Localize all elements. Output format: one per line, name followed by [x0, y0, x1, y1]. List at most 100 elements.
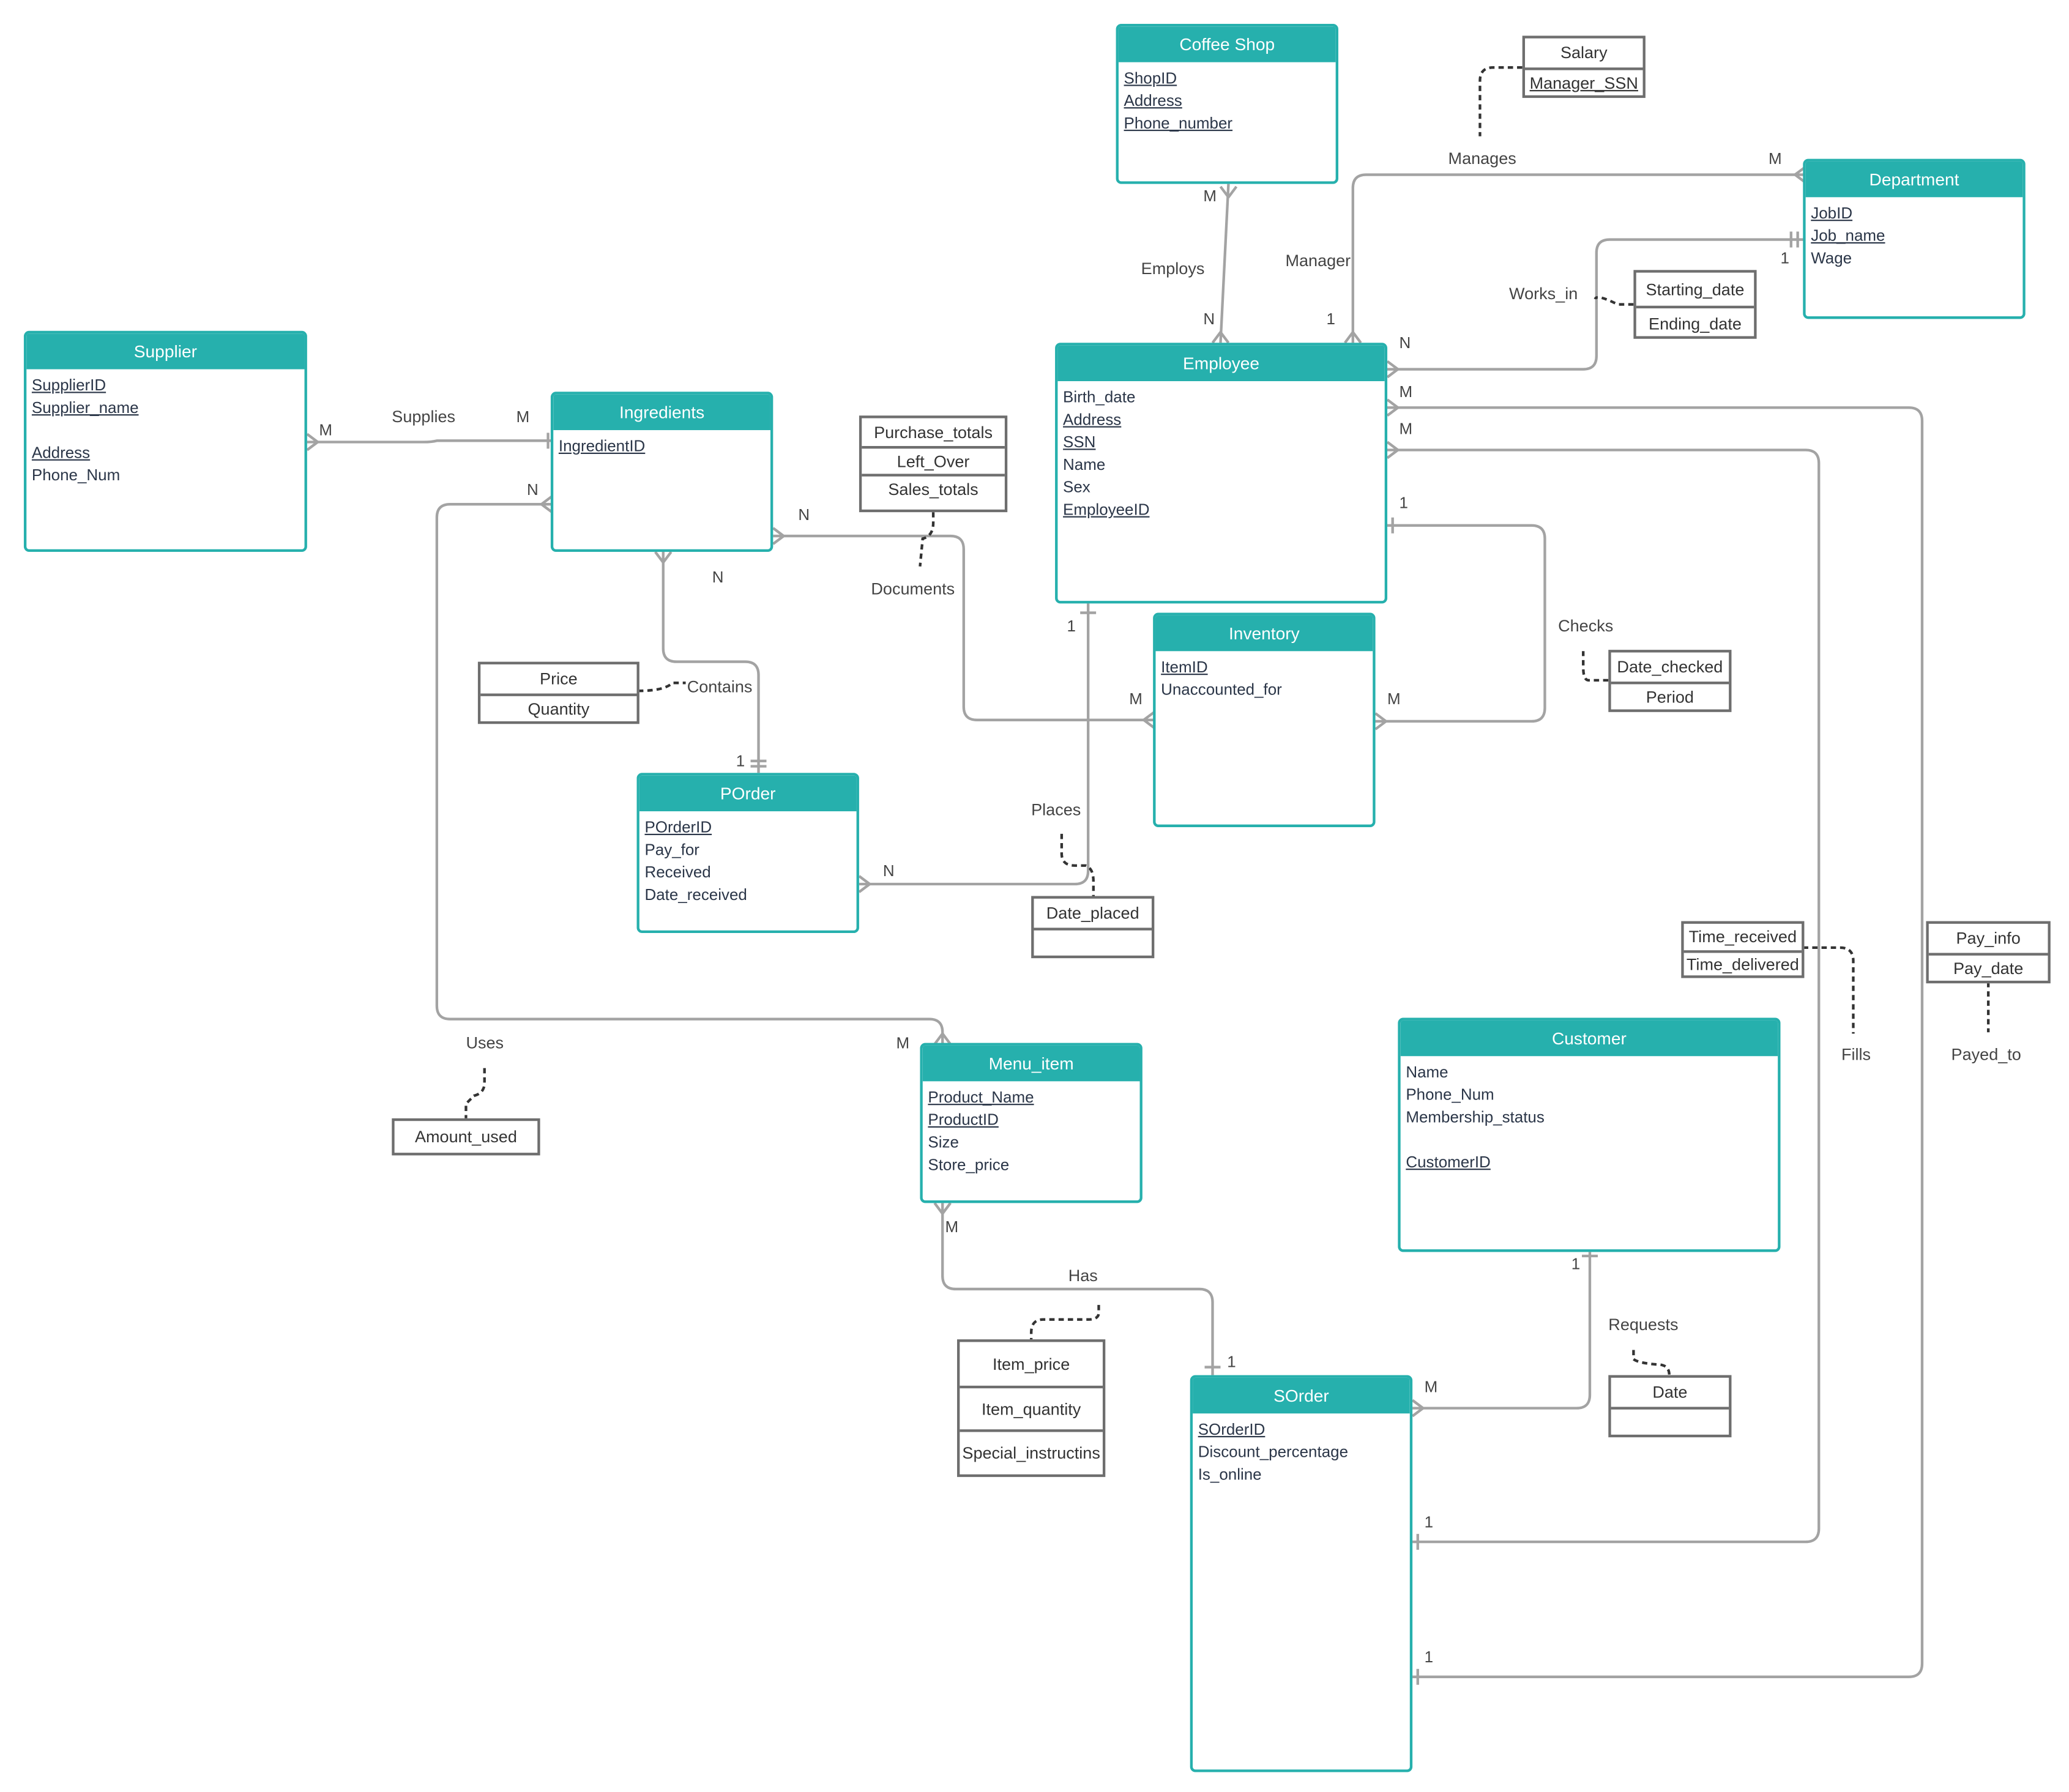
attr-box-requests[interactable]: Date	[1608, 1375, 1732, 1438]
attribute: Unaccounted_for	[1161, 680, 1282, 699]
key-attribute: Job_name	[1811, 226, 1885, 245]
employs-line	[1219, 184, 1230, 343]
key-attribute: SOrderID	[1198, 1420, 1266, 1439]
places-line	[859, 603, 1090, 886]
attribute: Store_price	[928, 1155, 1010, 1174]
attribute: Date_received	[644, 885, 747, 904]
rel-label-checks: Checks	[1558, 617, 1614, 636]
rel-label-works-in: Works_in	[1509, 284, 1578, 303]
entity-title: Department	[1805, 161, 2023, 198]
attribute-cell: Date_checked	[1617, 658, 1723, 677]
attribute-cell	[1611, 1407, 1729, 1436]
card-supplies-ing: M	[516, 407, 530, 426]
attribute-cell: Item_price	[992, 1355, 1070, 1374]
card-payed-emp: M	[1399, 382, 1413, 401]
attribute-cell: Time_received	[1688, 928, 1797, 946]
key-attribute: Phone_number	[1124, 114, 1233, 133]
contains-line	[662, 552, 760, 773]
attribute-cell: Period	[1611, 682, 1729, 711]
attribute-cell: Purchase_totals	[874, 423, 993, 442]
key-attribute: JobID	[1811, 204, 1853, 223]
rel-label-requests: Requests	[1608, 1315, 1679, 1334]
supplies-line	[307, 439, 553, 444]
key-attribute: Address	[1063, 410, 1122, 429]
manages-line	[1351, 173, 1806, 343]
card-fills-emp: M	[1399, 419, 1413, 439]
rel-label-has: Has	[1068, 1266, 1098, 1285]
attribute-cell: Item_quantity	[960, 1385, 1103, 1429]
attribute	[32, 420, 299, 442]
attribute-cell: Pay_info	[1956, 929, 2021, 948]
key-attribute: CustomerID	[1406, 1153, 1491, 1172]
rel-label-documents: Documents	[871, 579, 955, 598]
rel-label-fills: Fills	[1841, 1045, 1871, 1065]
key-attribute: Product_Name	[928, 1088, 1034, 1107]
attr-box-places[interactable]: Date_placed	[1031, 896, 1155, 959]
attribute-cell: Amount_used	[414, 1128, 517, 1147]
card-has-so: 1	[1227, 1352, 1236, 1372]
entity-title: Ingredients	[553, 394, 770, 431]
entity-title: Inventory	[1155, 615, 1373, 652]
uses-line	[435, 503, 944, 1044]
card-employs-shop: M	[1203, 187, 1217, 206]
rel-label-uses: Uses	[466, 1033, 504, 1052]
attribute-cell: Manager_SSN	[1525, 67, 1643, 97]
rel-label-manages: Manages	[1448, 149, 1516, 168]
key-attribute: Address	[1124, 91, 1182, 110]
attribute-cell: Ending_date	[1636, 305, 1754, 339]
card-places-po: N	[882, 861, 895, 880]
attribute-cell: Left_Over	[862, 445, 1005, 474]
checks-line	[1375, 524, 1546, 723]
attribute: Discount_percentage	[1198, 1442, 1349, 1462]
attr-box-uses[interactable]: Amount_used	[392, 1118, 540, 1156]
card-req-cust: 1	[1571, 1254, 1581, 1273]
card-checks-inv: M	[1387, 690, 1401, 708]
key-attribute: SupplierID	[31, 376, 106, 395]
card-employs-emp: N	[1203, 310, 1215, 329]
card-doc-ing: N	[798, 505, 810, 524]
attribute: Is_online	[1198, 1465, 1262, 1484]
key-attribute: ProductID	[928, 1110, 999, 1129]
rel-label-manager: Manager	[1285, 251, 1351, 270]
rel-label-contains: Contains	[687, 677, 753, 696]
entity-title: Coffee Shop	[1118, 26, 1336, 62]
entity-ingredients[interactable]: Ingredients IngredientID	[550, 392, 774, 552]
key-attribute: EmployeeID	[1063, 500, 1150, 519]
attribute-cell: Pay_date	[1928, 953, 2048, 983]
card-places-emp: 1	[1067, 617, 1076, 636]
requests-line	[1412, 1252, 1592, 1410]
attribute: Sex	[1063, 477, 1090, 497]
card-works-dept: 1	[1780, 248, 1789, 267]
card-doc-inv: M	[1129, 690, 1143, 708]
attribute: Size	[928, 1132, 959, 1151]
rel-label-supplies: Supplies	[392, 407, 456, 426]
card-contains-ing: N	[712, 568, 724, 587]
entity-title: Supplier	[26, 333, 305, 370]
entity-title: POrder	[639, 775, 857, 812]
attribute: Phone_Num	[31, 466, 121, 485]
card-fills-so: 1	[1424, 1512, 1434, 1531]
attribute: Pay_for	[644, 840, 699, 859]
key-attribute: ShopID	[1124, 69, 1177, 87]
payed-to-line	[1387, 406, 1924, 1678]
key-attribute: SSN	[1063, 433, 1096, 452]
